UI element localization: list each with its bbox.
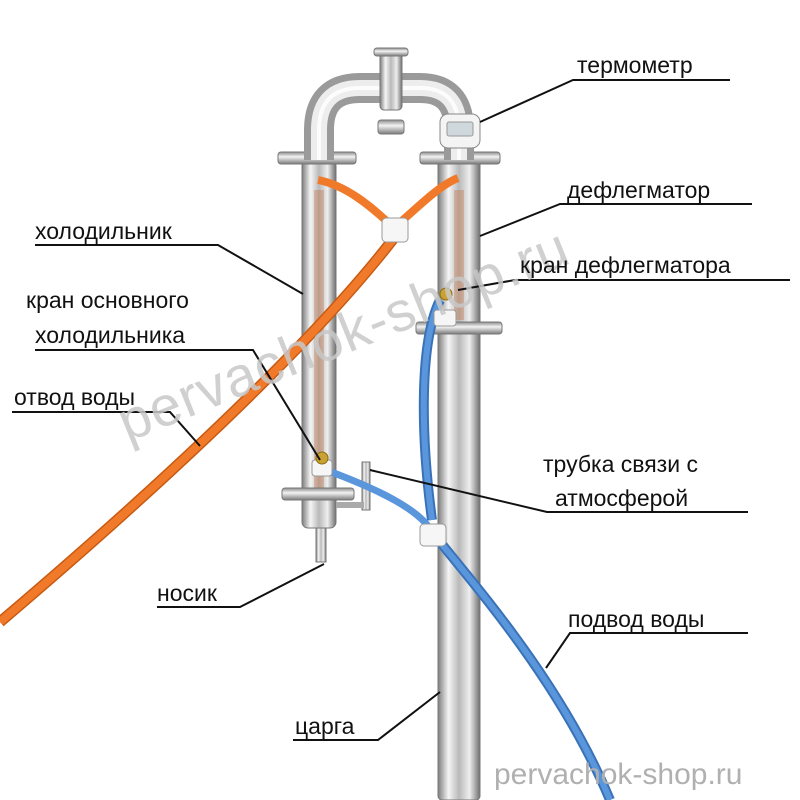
- leader-tsarga: [293, 691, 441, 741]
- label-main-valve-line1: кран основного: [26, 287, 189, 313]
- bottom-watermark: pervachok-shop.ru: [494, 758, 743, 791]
- label-spout: носик: [157, 580, 217, 606]
- label-dephlegmator: дефлегматор: [567, 177, 711, 203]
- leader-water-inlet: [545, 632, 748, 669]
- label-atmosphere-tube-line1: трубка связи с: [543, 451, 698, 477]
- blue-hose: [311, 297, 615, 800]
- leader-dephlegmator-valve: [457, 279, 790, 291]
- top-bend: [304, 47, 474, 160]
- thermometer-device: [439, 113, 481, 149]
- label-tsarga: царга: [295, 713, 355, 739]
- label-condenser: холодильник: [35, 218, 172, 244]
- leader-lines: [12, 79, 790, 741]
- label-water-outlet: отвод воды: [14, 384, 136, 410]
- leader-spout: [157, 563, 325, 608]
- label-water-inlet: подвод воды: [568, 606, 705, 632]
- leader-dephlegmator: [479, 203, 752, 237]
- leader-water-outlet: [12, 411, 201, 447]
- valves: [315, 287, 453, 465]
- leader-atmosphere-tube: [369, 469, 748, 513]
- label-atmosphere-tube-line2: атмосферой: [555, 485, 689, 511]
- leader-main-valve: [35, 349, 321, 461]
- label-main-valve-line2: холодильника: [35, 322, 186, 348]
- orange-hose: [0, 174, 460, 627]
- leader-thermometer: [479, 79, 730, 123]
- leader-condenser: [35, 244, 304, 295]
- label-dephlegmator-valve: кран дефлегматора: [520, 252, 731, 278]
- label-thermometer: термометр: [577, 52, 693, 78]
